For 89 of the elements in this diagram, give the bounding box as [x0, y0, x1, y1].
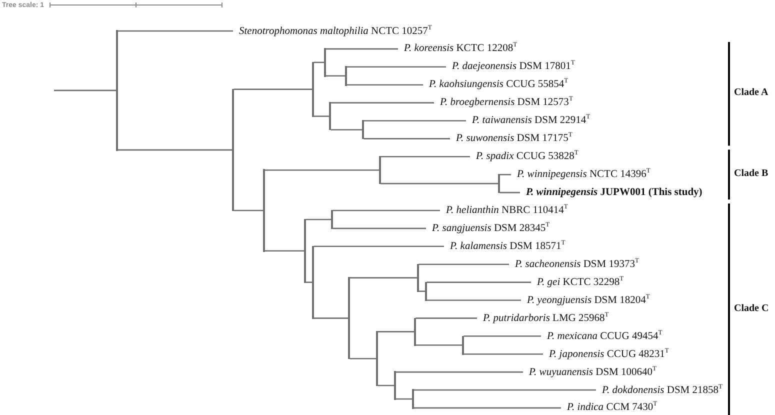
- branch-line: [464, 353, 543, 355]
- internal-node-line: [331, 210, 333, 230]
- branch-line: [464, 336, 541, 337]
- branch-line: [416, 344, 462, 346]
- taxon-label: P. sangjuensis DSM 28345$^{T}$: [426, 222, 550, 235]
- branch-line: [378, 331, 414, 332]
- taxon-label: P. gei KCTC 32298$^{T}$: [531, 276, 624, 289]
- branch-line: [414, 407, 561, 409]
- branch-line: [314, 62, 324, 64]
- taxon-label: P. suwonensis DSM 17175$^{T}$: [450, 132, 572, 146]
- taxon-label: P. kaohsiungensis CCUG 55854$^{T}$: [423, 78, 568, 92]
- branch-line: [314, 318, 348, 319]
- branch-line: [234, 210, 264, 212]
- branch-line: [364, 120, 466, 122]
- internal-node-line: [312, 246, 314, 319]
- branch-line: [118, 30, 233, 32]
- internal-node-line: [362, 120, 364, 140]
- taxon-label: P. kalamensis DSM 18571$^{T}$: [444, 240, 566, 253]
- branch-line: [426, 300, 521, 301]
- taxon-label: P. taiwanensis DSM 22914$^{T}$: [466, 114, 590, 128]
- branch-line: [350, 358, 376, 360]
- taxon-label: P. sacheonensis DSM 19373$^{T}$: [509, 258, 639, 271]
- branch-line: [264, 250, 304, 252]
- taxon-label: P. winnipegensis NCTC 14396$^{T}$: [511, 168, 650, 182]
- branch-line: [500, 192, 520, 194]
- internal-node-line: [348, 277, 350, 360]
- branch-line: [118, 149, 232, 151]
- clade-label: Clade B: [734, 167, 768, 180]
- branch-line: [500, 174, 511, 176]
- internal-node-line: [414, 318, 416, 346]
- branch-line: [378, 384, 394, 386]
- internal-node-line: [324, 48, 326, 77]
- taxon-label: P. japonensis CCUG 48231$^{T}$: [543, 348, 669, 361]
- taxon-label: P. mexicana CCUG 49454$^{T}$: [541, 330, 662, 343]
- internal-node-line: [345, 66, 347, 86]
- branch-line: [346, 66, 446, 68]
- taxon-label: P. daejeonensis DSM 17801$^{T}$: [446, 60, 575, 74]
- taxon-label: P. dokdonensis DSM 21858$^{T}$: [596, 384, 722, 396]
- branch-line: [330, 129, 362, 130]
- internal-node-line: [232, 88, 234, 212]
- internal-node-line: [417, 264, 419, 292]
- branch-line: [426, 282, 531, 283]
- internal-node-line: [376, 331, 378, 386]
- internal-node-line: [379, 156, 381, 184]
- internal-node-line: [498, 174, 500, 194]
- branch-line: [350, 277, 418, 278]
- taxon-label: P. winnipegensis JUPW001 (This study): [520, 186, 702, 200]
- branch-line: [306, 218, 332, 220]
- internal-node-line: [462, 336, 464, 355]
- branch-line: [332, 210, 440, 212]
- internal-node-line: [263, 169, 265, 252]
- branch-line: [306, 282, 312, 283]
- branch-line: [234, 88, 312, 90]
- internal-node-line: [394, 371, 396, 400]
- clade-label: Clade C: [734, 302, 769, 315]
- branch-line: [396, 371, 523, 373]
- branch-line: [314, 246, 444, 248]
- clade-label: Clade A: [734, 86, 768, 100]
- taxon-label: P. broegbernensis DSM 12573$^{T}$: [434, 96, 573, 110]
- taxon-label: P. koreensis KCTC 12208$^{T}$: [398, 42, 518, 56]
- taxon-label: P. helianthin NBRC 110414$^{T}$: [440, 204, 568, 217]
- branch-line: [346, 84, 423, 86]
- taxon-label: P. spadix CCUG 53828$^{T}$: [470, 150, 578, 164]
- internal-node-line: [304, 218, 306, 283]
- branch-line: [380, 182, 498, 184]
- branch-line: [364, 138, 450, 140]
- internal-node-line: [329, 102, 331, 130]
- branch-line: [416, 318, 477, 319]
- branch-line: [332, 228, 426, 230]
- branch-line: [330, 102, 434, 104]
- branch-line: [326, 75, 346, 77]
- branch-line: [314, 116, 330, 117]
- taxon-label: P. wuyuanensis DSM 100640$^{T}$: [523, 366, 656, 379]
- taxon-label: P. indica CCM 7430$^{T}$: [561, 401, 658, 414]
- branch-line: [418, 264, 509, 265]
- taxon-label: P. yeongjuensis DSM 18204$^{T}$: [521, 294, 650, 307]
- root-branch: [54, 90, 116, 92]
- branch-line: [396, 398, 412, 400]
- internal-node-line: [116, 30, 118, 151]
- internal-node-line: [412, 389, 414, 409]
- branch-line: [380, 156, 470, 158]
- branch-line: [414, 389, 596, 391]
- branch-line: [326, 48, 398, 50]
- branch-line: [418, 290, 426, 292]
- internal-node-line: [425, 282, 427, 301]
- taxon-label: Stenotrophomonas maltophilia NCTC 10257$^{T}$: [233, 24, 432, 38]
- internal-node-line: [312, 62, 314, 117]
- taxon-label: P. putridarboris LMG 25968$^{T}$: [477, 312, 609, 325]
- branch-line: [264, 169, 380, 171]
